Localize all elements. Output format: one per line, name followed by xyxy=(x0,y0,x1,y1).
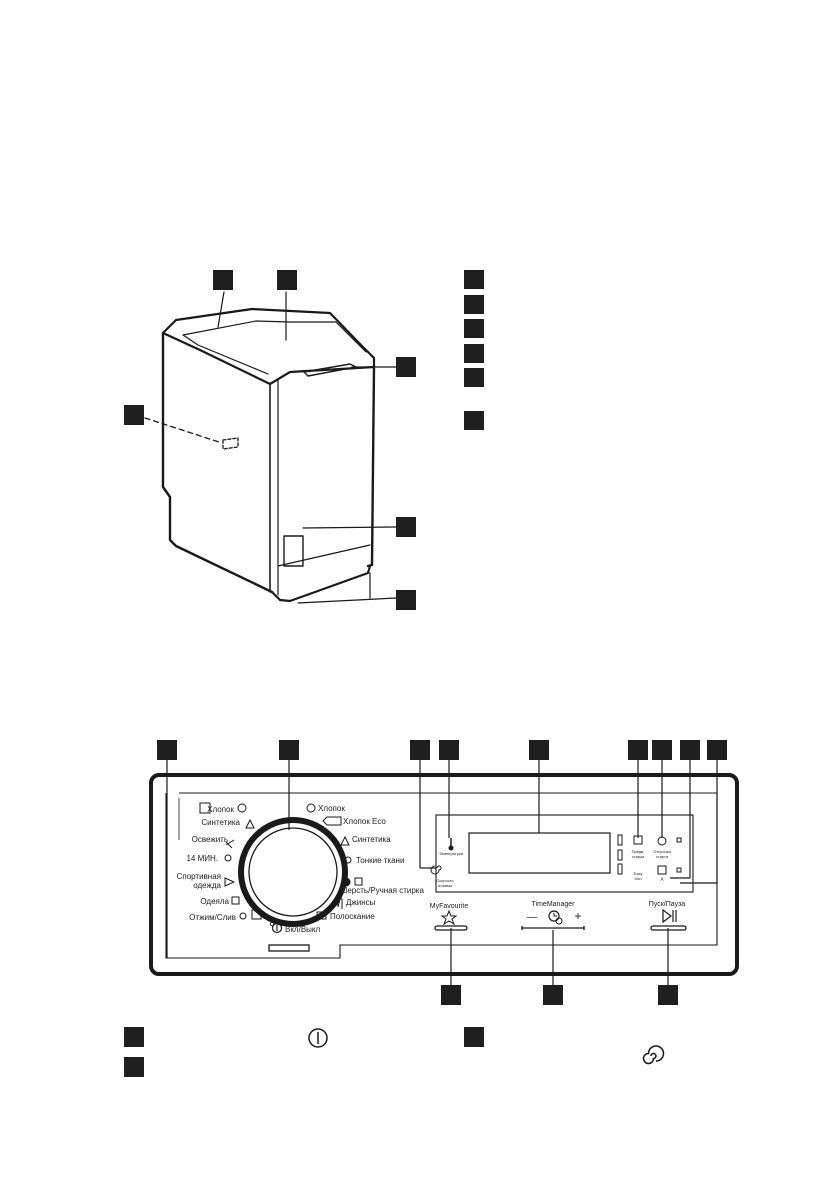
handwash-icon xyxy=(354,877,363,886)
power-icon xyxy=(308,1028,328,1048)
steam-icon xyxy=(199,802,211,814)
panel-text-labels: Вкл/Выкл Температура Скорость отжима Пре… xyxy=(285,849,685,934)
prewash-label-1: Предв. xyxy=(632,849,645,854)
prog-sportswear-1: Спортивная xyxy=(177,872,221,881)
triangle-icon-right xyxy=(340,835,350,846)
extra-label-2: Iron xyxy=(635,876,642,881)
washing-machine-illustration xyxy=(144,291,397,604)
jeans-icon xyxy=(334,898,343,909)
delicates-icon xyxy=(344,856,352,864)
prog-cotton-left: Хлопок xyxy=(207,805,234,814)
prog-synthetics-left: Синтетика xyxy=(201,818,240,827)
star-icon xyxy=(440,909,458,926)
triangle-icon-left xyxy=(245,818,255,829)
spin-label-1: Скорость xyxy=(436,878,453,883)
power-label: Вкл/Выкл xyxy=(285,925,320,934)
spin-label-2: отжима xyxy=(438,883,453,888)
start-pause-label: Пуск/Пауза xyxy=(649,901,686,908)
control-panel-illustration xyxy=(149,760,739,985)
bottom-legend-icons xyxy=(308,1028,665,1065)
temperature-label: Температура xyxy=(439,851,464,856)
prog-delicates: Тонкие ткани xyxy=(356,856,404,865)
prog-sportswear-2: одежда xyxy=(193,881,221,890)
time-plus-label: + xyxy=(574,909,581,923)
prog-cotton-right: Хлопок xyxy=(318,804,345,813)
eco-tag-icon xyxy=(322,816,342,826)
wool-icon xyxy=(341,877,351,887)
machine-legend-markers xyxy=(464,270,484,430)
timemanager-label: TimeManager xyxy=(532,901,576,908)
spiral-icon-panel xyxy=(430,865,442,875)
prog-14min: 14 МИН. xyxy=(186,854,218,863)
cotton-icon-left xyxy=(237,803,247,813)
prog-refresh: Освежить xyxy=(192,835,228,844)
sport-icon xyxy=(224,877,236,887)
refresh-icon xyxy=(225,839,235,849)
prog-duvet: Одеяла xyxy=(200,897,229,906)
program-labels-left: Хлопок Синтетика Освежить 14 МИН. Спорти… xyxy=(177,805,241,922)
program-icons xyxy=(199,802,363,920)
program-labels-right: Хлопок Хлопок Eco Синтетика Тонкие ткани… xyxy=(318,804,424,921)
prog-wool: Шерсть/Ручная стирка xyxy=(340,886,424,895)
panel-icons xyxy=(269,865,677,934)
spin-icon-left xyxy=(239,912,247,920)
delay-label-2: старта xyxy=(656,854,669,859)
prog-rinse: Полоскание xyxy=(330,912,375,921)
prewash-label-2: стирка xyxy=(632,854,645,859)
sun-icon xyxy=(269,921,275,927)
prog-spin-drain: Отжим/Слив xyxy=(189,913,236,922)
drain-icon xyxy=(251,909,262,920)
panel-callout-markers xyxy=(157,740,727,1005)
rinse-icon xyxy=(316,911,327,920)
extra-label-1: Easy xyxy=(634,871,643,876)
cotton-icon-right xyxy=(306,803,316,813)
spiral-icon xyxy=(642,1045,665,1065)
delay-label-1: Отсрочка xyxy=(653,849,671,854)
prog-cotton-eco: Хлопок Eco xyxy=(343,817,386,826)
myfavourite-label: MyFavourite xyxy=(430,903,469,910)
quick-icon xyxy=(224,854,232,862)
extra-label-3: Д xyxy=(661,876,664,881)
prog-jeans: Джинсы xyxy=(346,898,376,907)
bottom-legend-markers xyxy=(124,1027,484,1077)
machine-callout-markers xyxy=(124,270,416,610)
play-pause-icon xyxy=(662,908,677,924)
time-minus-label: — xyxy=(527,912,537,923)
power-icon xyxy=(271,922,283,934)
prog-synthetics-right: Синтетика xyxy=(352,835,391,844)
duvet-icon xyxy=(231,896,240,905)
clock-icon xyxy=(548,910,563,925)
